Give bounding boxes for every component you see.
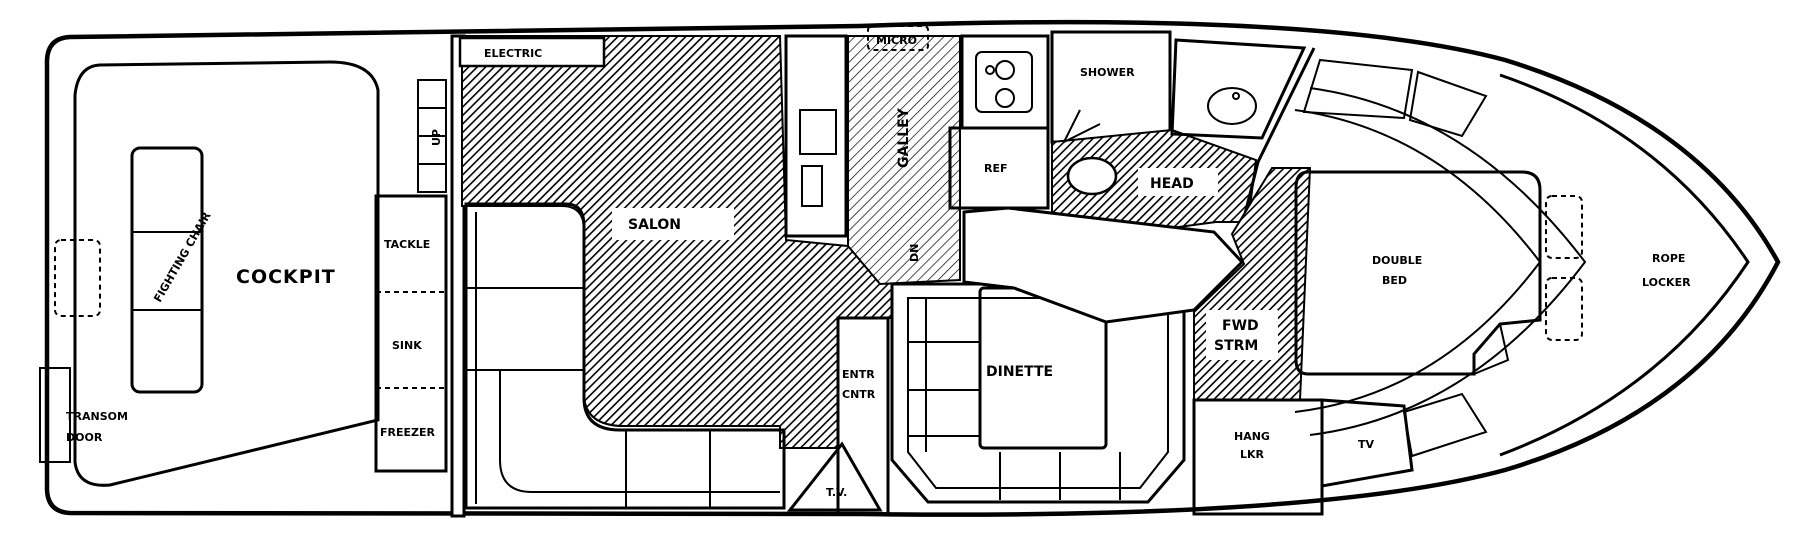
double-label: DOUBLE bbox=[1372, 254, 1422, 267]
bed-label: BED bbox=[1382, 274, 1407, 287]
tv-stateroom-label: TV bbox=[1358, 438, 1375, 451]
hanging-locker: HANG LKR bbox=[1192, 398, 1324, 516]
up-label: UP bbox=[430, 129, 443, 146]
galley-counter bbox=[784, 34, 848, 238]
dinette-label: DINETTE bbox=[986, 364, 1053, 380]
dn-label: DN bbox=[908, 244, 921, 262]
microwave bbox=[867, 25, 929, 51]
salon-floor bbox=[461, 35, 893, 449]
salon-sofa bbox=[464, 202, 786, 510]
forward-stateroom: FWD STRM DOUBLE BED bbox=[1193, 58, 1583, 458]
head-compartment: SHOWER HEAD bbox=[1050, 30, 1307, 236]
double-bed[interactable] bbox=[1294, 170, 1542, 376]
fwd-label: FWD bbox=[1222, 318, 1259, 334]
sink-label: SINK bbox=[392, 339, 422, 352]
fighting-chair-label: FIGHTING CHAIR bbox=[151, 209, 213, 304]
shower bbox=[1050, 30, 1172, 144]
salon-tv bbox=[786, 441, 883, 512]
salon: ELECTRIC SALON bbox=[458, 35, 893, 510]
transom-door[interactable] bbox=[39, 367, 71, 463]
fighting-chair bbox=[130, 146, 204, 394]
cockpit-label: COCKPIT bbox=[236, 266, 336, 288]
bed-hatch-upper bbox=[1545, 195, 1583, 259]
stateroom-tv: TV bbox=[1320, 398, 1414, 488]
rope-label: ROPE bbox=[1652, 252, 1685, 265]
tv-salon-label: T.V. bbox=[826, 486, 847, 499]
micro-label: MICRO bbox=[876, 34, 917, 47]
cockpit-counter: TACKLE SINK FREEZER bbox=[374, 194, 448, 473]
cntr-label: CNTR bbox=[842, 388, 876, 401]
ref-label: REF bbox=[984, 162, 1008, 175]
freezer-label: FREEZER bbox=[380, 426, 436, 439]
entertainment-center: ENTR CNTR T.V. bbox=[786, 316, 890, 516]
shower-label: SHOWER bbox=[1080, 66, 1135, 79]
salon-label: SALON bbox=[628, 217, 681, 233]
cockpit-hatch bbox=[54, 239, 101, 317]
electric-label: ELECTRIC bbox=[484, 47, 542, 60]
stove bbox=[960, 34, 1050, 130]
strm-label: STRM bbox=[1214, 338, 1258, 354]
galley: MICRO GALLEY DN bbox=[784, 25, 961, 286]
lkr-label: LKR bbox=[1240, 448, 1265, 461]
locker-label: LOCKER bbox=[1642, 276, 1691, 289]
toilet bbox=[1066, 156, 1118, 196]
dinette-backrest bbox=[962, 206, 1245, 324]
head-sink bbox=[1170, 38, 1307, 140]
galley-floor bbox=[847, 35, 961, 286]
dinette: DINETTE bbox=[890, 206, 1245, 504]
refrigerator: REF bbox=[948, 126, 1050, 210]
hang-label: HANG bbox=[1234, 430, 1270, 443]
head-label: HEAD bbox=[1150, 176, 1194, 192]
stairs-up: UP bbox=[417, 79, 447, 193]
rope-locker: ROPE LOCKER bbox=[1642, 252, 1691, 289]
entr-label: ENTR bbox=[842, 368, 875, 381]
tackle-label: TACKLE bbox=[384, 238, 430, 251]
bed-hatch-lower bbox=[1545, 277, 1583, 341]
door-label: DOOR bbox=[66, 431, 103, 444]
transom-label: TRANSOM bbox=[66, 410, 128, 423]
electric-panel bbox=[458, 36, 606, 68]
galley-label: GALLEY bbox=[896, 107, 912, 168]
cockpit-area: COCKPIT FIGHTING CHAIR TRANSOM DOOR bbox=[39, 146, 336, 463]
